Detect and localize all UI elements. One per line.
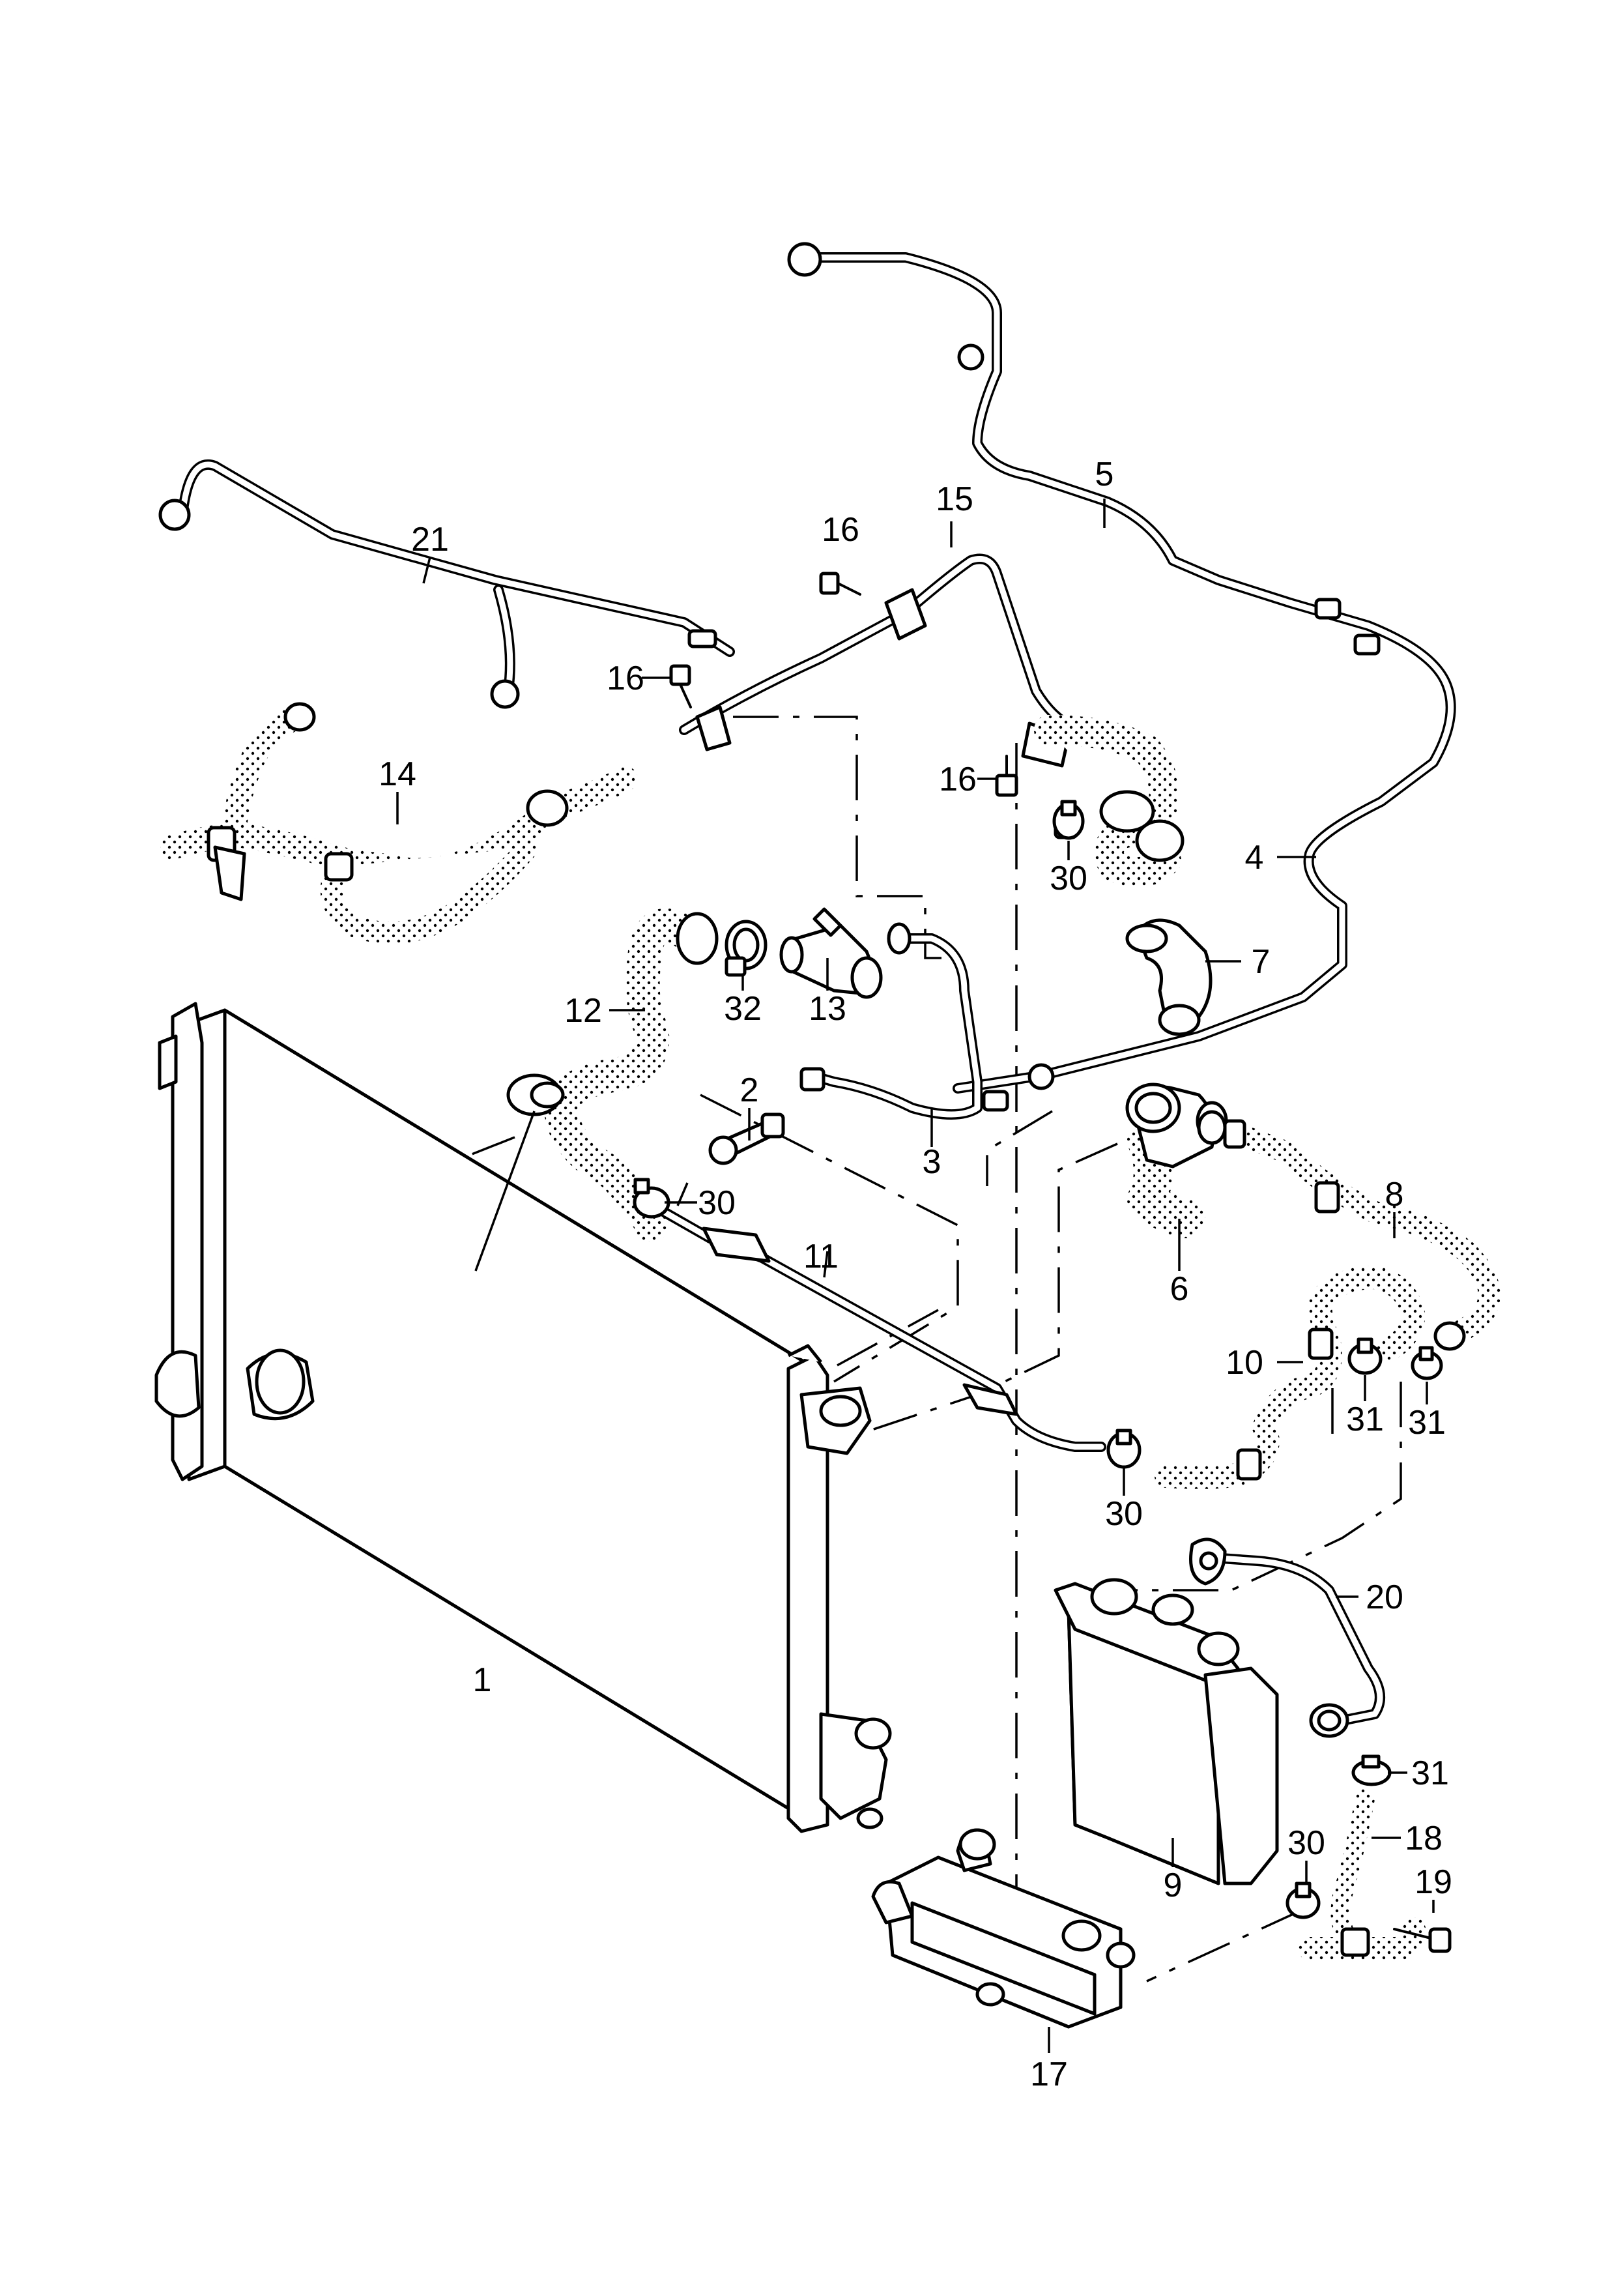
callout-labels: 1 2 3 4 5 6 7 8 9 10 11 12 13 14 15 16 1… — [379, 456, 1452, 2093]
clamp-32 — [725, 920, 768, 977]
hose-10 — [1155, 1266, 1426, 1489]
hose-at-pipe-15 — [1034, 715, 1185, 887]
callout-30-bottom: 30 — [1105, 1495, 1143, 1533]
callout-32: 32 — [724, 990, 762, 1028]
clamp-30-top — [1052, 800, 1085, 840]
callout-15: 15 — [936, 480, 973, 518]
callout-20: 20 — [1366, 1578, 1403, 1616]
bolt-16-mid — [669, 664, 692, 708]
clamp-31-lower — [1351, 1754, 1392, 1786]
pipe-21 — [158, 459, 735, 709]
callout-30-top: 30 — [1050, 860, 1087, 897]
bleeder-2 — [708, 1112, 785, 1165]
hose-14 — [160, 702, 638, 944]
connector-13 — [779, 907, 883, 999]
hose-6 — [1125, 1083, 1228, 1238]
callout-10: 10 — [1226, 1344, 1263, 1382]
elbow-7 — [1125, 918, 1213, 1036]
pipe-15 — [679, 553, 1087, 768]
pipe-20 — [1189, 1537, 1385, 1738]
clamp-31-right — [1411, 1346, 1443, 1380]
radiator-1 — [154, 1002, 892, 1833]
callout-2: 2 — [740, 1071, 759, 1109]
callout-18: 18 — [1405, 1820, 1443, 1857]
bolt-16-top — [819, 572, 861, 596]
callout-12: 12 — [564, 992, 602, 1030]
callout-3: 3 — [923, 1143, 941, 1181]
callout-4: 4 — [1245, 839, 1264, 877]
callout-1: 1 — [473, 1661, 492, 1699]
callout-30-oilcooler: 30 — [1287, 1824, 1325, 1862]
clamp-30-left — [633, 1178, 670, 1219]
callout-30-left: 30 — [698, 1184, 736, 1222]
callout-16-mid: 16 — [607, 660, 644, 697]
callout-9: 9 — [1164, 1867, 1183, 1904]
callout-31-mid: 31 — [1346, 1401, 1384, 1438]
callout-17: 17 — [1030, 2056, 1068, 2093]
clamp-30-oilcooler — [1285, 1882, 1321, 1919]
callout-16-right: 16 — [939, 761, 977, 798]
callout-14: 14 — [379, 755, 416, 793]
pipe-11 — [659, 1207, 1106, 1452]
hose-12 — [506, 908, 719, 1242]
bolt-19 — [1393, 1927, 1452, 1953]
callout-11: 11 — [803, 1238, 839, 1275]
hose-8 — [1197, 1110, 1501, 1351]
callout-31-right: 31 — [1408, 1404, 1446, 1442]
hose-18 — [1298, 1789, 1426, 1960]
callout-31-lower: 31 — [1411, 1754, 1449, 1792]
clamp-31-mid — [1347, 1337, 1383, 1375]
callout-21: 21 — [411, 521, 449, 559]
callout-6: 6 — [1170, 1270, 1189, 1308]
bolt-16-right — [995, 755, 1018, 797]
clamp-30-bottom — [1106, 1429, 1142, 1469]
aux-radiator-9 — [1054, 1578, 1279, 1885]
callout-5: 5 — [1095, 456, 1114, 493]
leader-lines — [396, 499, 1435, 2053]
callout-8: 8 — [1385, 1176, 1404, 1213]
pipe-5-and-4 — [787, 242, 1456, 1094]
callout-16-top: 16 — [822, 511, 859, 549]
oil-cooler-17 — [871, 1828, 1136, 2029]
callout-19: 19 — [1415, 1863, 1452, 1901]
pipe-3 — [799, 922, 1009, 1120]
callout-13: 13 — [809, 990, 846, 1028]
callout-7: 7 — [1252, 943, 1271, 981]
